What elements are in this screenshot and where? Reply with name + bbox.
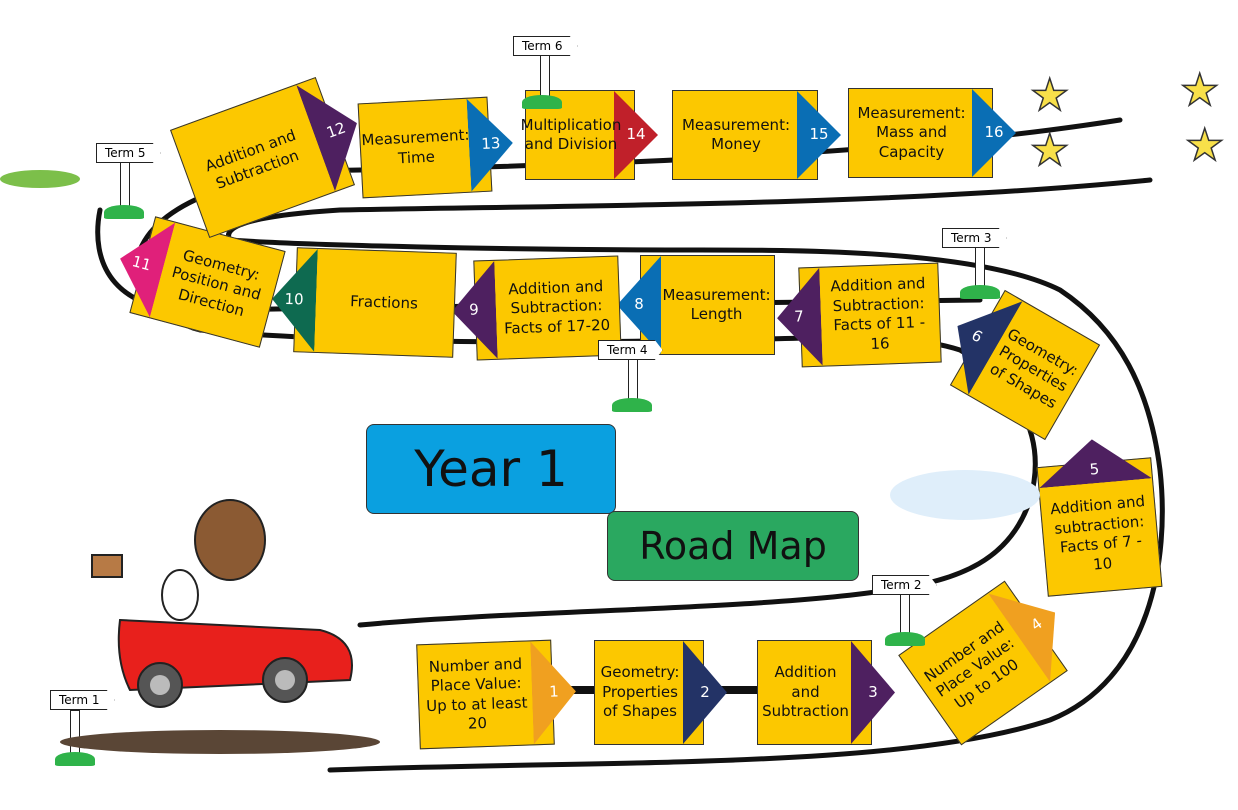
term-2-sign: Term 2 (872, 575, 937, 595)
star-icon: ★ (1184, 119, 1225, 172)
road-map-title: Road Map (607, 511, 859, 581)
snow-patch (890, 470, 1040, 520)
star-icon: ★ (1179, 64, 1220, 117)
step-label: Addition and Subtraction (202, 126, 301, 193)
red-car-illustration (60, 499, 380, 754)
signpost (540, 52, 550, 99)
term-1-sign: Term 1 (50, 690, 115, 710)
step-label: Geometry: Position and Direction (169, 245, 263, 320)
grass-patch (0, 170, 80, 188)
step-label: Addition and subtraction: Facts of 7 - 1… (1049, 491, 1146, 574)
step-label: Addition and Subtraction: Facts of 11 - … (830, 274, 926, 353)
step-label: Measurement: Money (681, 115, 791, 154)
grass-icon (55, 752, 95, 766)
grass-icon (612, 398, 652, 412)
step-label: Multiplication and Division (520, 115, 622, 154)
term-6-sign: Term 6 (513, 36, 578, 56)
step-label: Addition and Subtraction: Facts of 17-20 (503, 276, 611, 338)
step-label: Measurement: Length (662, 285, 771, 324)
signpost (120, 160, 130, 207)
step-label: Measurement: Time (361, 125, 470, 167)
star-icon: ★ (1029, 69, 1070, 122)
step-label: Addition and Subtraction (762, 663, 849, 721)
step-label: Number and Place Value: Up to at least 2… (425, 654, 528, 733)
grass-icon (104, 205, 144, 219)
year-title: Year 1 (366, 424, 616, 514)
step-label: Fractions (349, 291, 419, 313)
term-3-sign: Term 3 (942, 228, 1007, 248)
signpost (628, 355, 638, 402)
term-5-sign: Term 5 (96, 143, 161, 163)
step-label: Geometry: Properties of Shapes (600, 663, 680, 721)
grass-icon (960, 285, 1000, 299)
grass-icon (522, 95, 562, 109)
term-4-sign: Term 4 (598, 340, 663, 360)
star-icon: ★ (1029, 124, 1070, 177)
grass-icon (885, 632, 925, 646)
step-label: Measurement: Mass and Capacity (857, 103, 966, 161)
